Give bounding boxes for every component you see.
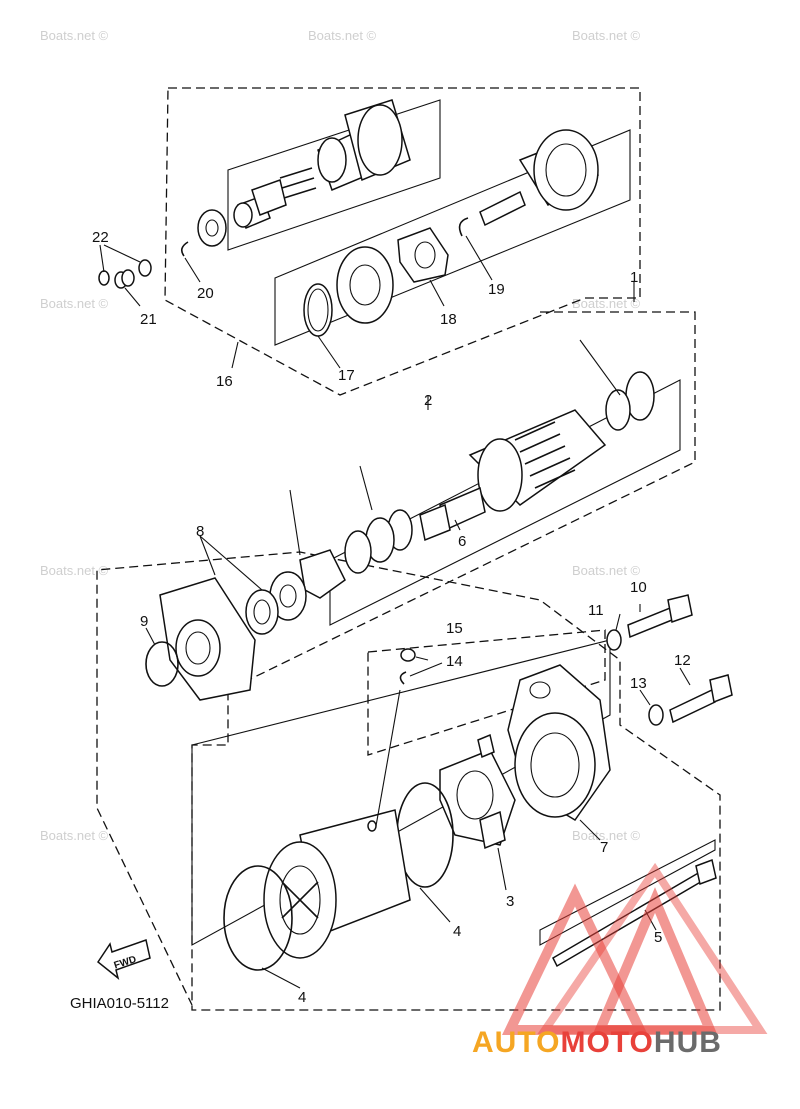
front-cover: [145, 577, 256, 701]
part-15-nut: [400, 648, 416, 662]
brush-holder: [439, 733, 516, 850]
brush-plate-small: [299, 549, 346, 599]
panel-clutch: [274, 129, 631, 346]
callout-6: 6: [458, 533, 466, 550]
callout-19: 19: [488, 281, 505, 298]
part-18-plate: [397, 227, 449, 283]
callout-13: 13: [630, 675, 647, 692]
callout-5: 5: [654, 929, 662, 946]
callout-15: 15: [446, 620, 463, 637]
logo-text-moto: MOTO: [560, 1026, 653, 1059]
callout-18: 18: [440, 311, 457, 328]
callout-2: 2: [424, 392, 432, 409]
part-12-bolt: [669, 688, 716, 724]
group-outline-16: [164, 87, 641, 396]
part-22-rings: [98, 244, 152, 289]
logo-text-hub: HUB: [654, 1026, 722, 1059]
callout-21: 21: [140, 311, 157, 328]
logo-text-auto: AUTO: [472, 1026, 560, 1059]
rear-cover: [507, 664, 611, 822]
callout-3: 3: [506, 893, 514, 910]
callout-1: 1: [630, 269, 638, 286]
callout-14: 14: [446, 653, 463, 670]
group-outline-14-15: [367, 629, 606, 756]
callout-numbers: 1 2 3 4 4 5 6 7 8 9 10 11 12 13 14 15 16…: [92, 229, 691, 1006]
watermark-text: Boats.net ©: [40, 28, 109, 43]
callout-22: 22: [92, 229, 109, 246]
automotohub-logo: AUTOMOTOHUB: [472, 862, 768, 1059]
callout-9: 9: [140, 613, 148, 630]
part-11-washer: [606, 629, 622, 651]
watermark-text: Boats.net ©: [572, 563, 641, 578]
yoke-housing: [223, 782, 454, 971]
callout-10: 10: [630, 579, 647, 596]
watermark-text: Boats.net ©: [572, 28, 641, 43]
bolts-and-washers: [399, 594, 733, 726]
callout-4: 4: [453, 923, 461, 940]
leader-lines: [124, 235, 691, 989]
part-19-circlip: [458, 217, 469, 237]
part-20-circlip: [180, 241, 189, 257]
watermark-text: Boats.net ©: [40, 296, 109, 311]
diagram-code: GHIA010-5112: [70, 995, 169, 1012]
callout-7: 7: [600, 839, 608, 856]
pinion-assembly: [197, 99, 411, 247]
watermark-text: Boats.net ©: [40, 828, 109, 843]
part-8-bearing: [245, 589, 279, 635]
callout-16: 16: [216, 373, 233, 390]
svg-text:AUTOMOTOHUB: AUTOMOTOHUB: [472, 1026, 722, 1059]
part-9-oring: [145, 641, 179, 687]
callout-20: 20: [197, 285, 214, 302]
callout-17: 17: [338, 367, 355, 384]
part-14-washer: [399, 671, 407, 685]
watermark-text: Boats.net ©: [308, 28, 377, 43]
armature-assembly: [245, 371, 655, 635]
part-13-washer: [648, 704, 664, 726]
watermark-text: Boats.net ©: [572, 828, 641, 843]
callout-8: 8: [196, 523, 204, 540]
watermark-text: Boats.net ©: [40, 563, 109, 578]
clutch-assembly: [303, 129, 600, 337]
callout-11: 11: [588, 602, 604, 619]
group-outline-1: [96, 311, 721, 1011]
panel-housing: [191, 639, 611, 946]
callout-12: 12: [674, 652, 691, 669]
watermarks: Boats.net © Boats.net © Boats.net © Boat…: [40, 28, 641, 843]
part-10-bolt: [627, 606, 673, 639]
callout-4-gasket: 4: [298, 989, 306, 1006]
watermark-text: Boats.net ©: [572, 296, 641, 311]
fwd-arrow: FWD: [96, 939, 151, 980]
